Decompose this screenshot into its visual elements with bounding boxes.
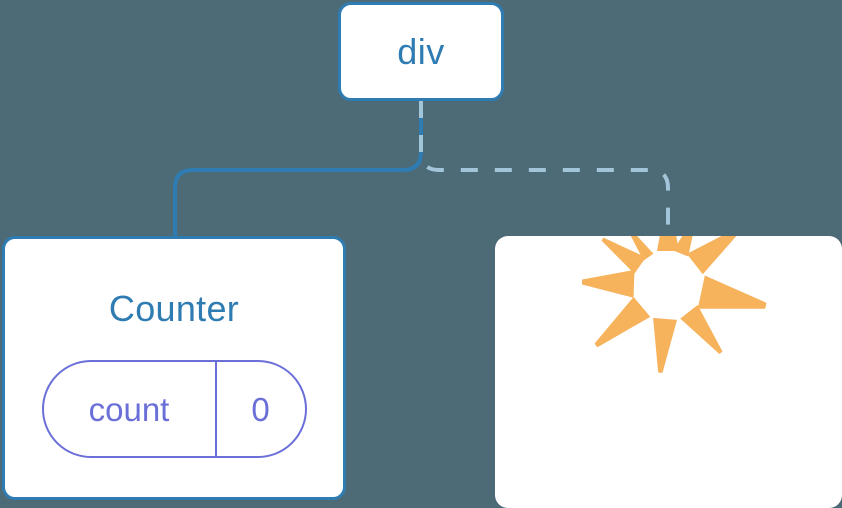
- sparkle-ray-4: [581, 269, 635, 298]
- counter-state-pill[interactable]: count 0: [41, 360, 307, 458]
- sparkle-ray-5: [594, 296, 651, 348]
- counter-state-key: count: [44, 362, 217, 456]
- connector-root-to-sparkle: [419, 101, 670, 238]
- counter-state-value-label: 0: [251, 390, 270, 428]
- sparkle-ray-3: [601, 237, 646, 274]
- sparkle-ray-group: [581, 236, 767, 373]
- node-div-label: div: [397, 30, 445, 72]
- node-counter[interactable]: Counter count 0: [2, 236, 346, 500]
- counter-title: Counter: [108, 288, 240, 329]
- connector-root-to-counter: [173, 99, 423, 240]
- sparkle-ray-1: [657, 236, 679, 251]
- sparkle-ray-10: [673, 236, 693, 257]
- sparkle-ray-2: [630, 236, 654, 261]
- sparkle-ray-6: [653, 317, 677, 373]
- node-div[interactable]: div: [338, 2, 504, 101]
- sparkle-ray-8: [697, 275, 767, 309]
- node-sparkle[interactable]: [495, 236, 842, 508]
- counter-state-key-label: count: [88, 390, 170, 428]
- sparkle-ray-9: [686, 236, 737, 275]
- sparkle-burst-icon: [581, 236, 767, 373]
- sparkle-ray-7: [680, 305, 723, 354]
- counter-state-value: 0: [217, 362, 305, 456]
